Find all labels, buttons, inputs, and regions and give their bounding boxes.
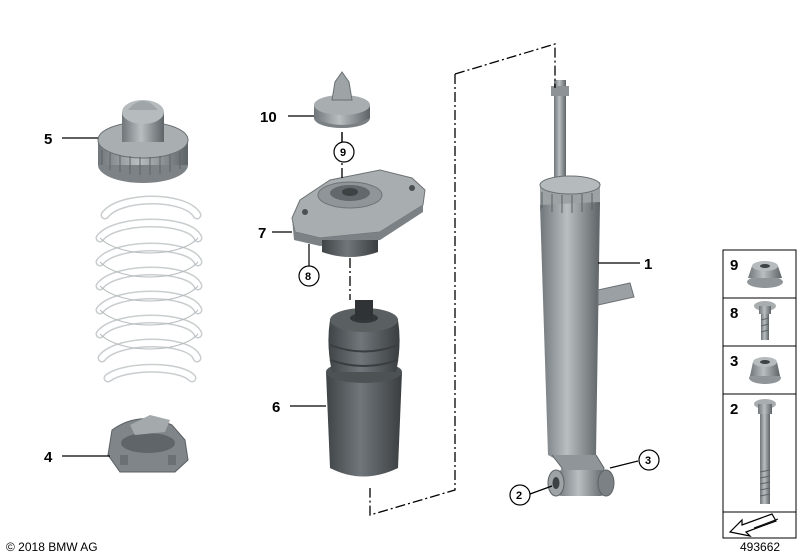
callout-6: 6 xyxy=(272,399,280,416)
callout-4: 4 xyxy=(44,449,53,466)
legend-8: 8 xyxy=(730,305,738,322)
shock-absorber xyxy=(539,80,635,497)
callout-10: 10 xyxy=(260,109,277,126)
circle-3 xyxy=(638,449,660,471)
copyright-text: © 2018 BMW AG xyxy=(6,540,98,554)
legend-2: 2 xyxy=(730,401,738,418)
spring-lower-pad xyxy=(107,415,189,473)
legend-9: 9 xyxy=(730,257,738,274)
circle-8-label: 8 xyxy=(305,271,311,283)
diagram-id: 493662 xyxy=(740,540,781,554)
flange-nut-icon xyxy=(747,261,783,288)
circle-2-label: 2 xyxy=(516,490,522,502)
circle-9 xyxy=(333,141,355,163)
hex-nut-icon xyxy=(749,357,781,384)
leader-lines xyxy=(62,115,640,495)
circled-callouts: 9 8 2 3 xyxy=(298,141,660,506)
legend-3: 3 xyxy=(730,353,738,370)
callout-5: 5 xyxy=(44,131,52,148)
callouts: 5 4 10 7 6 1 xyxy=(44,109,652,466)
circle-9-label: 9 xyxy=(340,147,346,159)
spring-top-mount xyxy=(97,100,189,183)
callout-1: 1 xyxy=(644,256,652,273)
long-bolt-icon xyxy=(754,399,776,504)
hardware-legend: 9 8 3 2 xyxy=(722,249,797,539)
bump-stop-boot xyxy=(326,300,402,477)
short-bolt-icon xyxy=(754,301,776,340)
circle-3-label: 3 xyxy=(645,455,651,467)
direction-arrow-icon xyxy=(728,513,779,537)
top-mount xyxy=(291,169,426,257)
callout-7: 7 xyxy=(258,225,266,242)
circle-2 xyxy=(509,484,531,506)
top-cap xyxy=(314,71,370,128)
